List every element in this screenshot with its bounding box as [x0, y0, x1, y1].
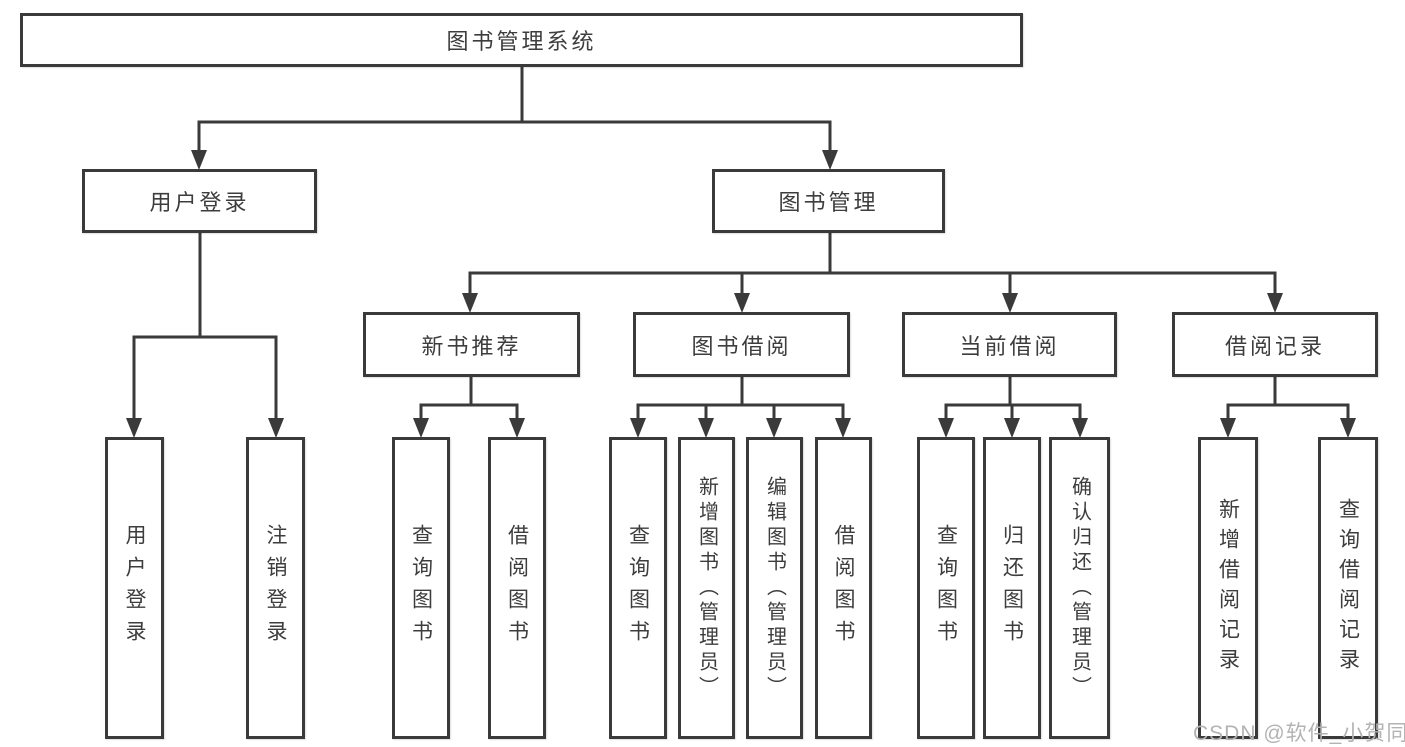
leaf-search-book-recommend: 查询图书: [392, 437, 450, 739]
node-user-login: 用户登录: [82, 169, 317, 233]
node-root-label: 图书管理系统: [446, 29, 597, 54]
leaf-edit-book-admin: 编辑图书（管理员）: [746, 437, 803, 739]
node-book-borrow-label: 图书借阅: [691, 333, 792, 359]
leaf-add-borrow-record: 新增借阅记录: [1198, 437, 1258, 739]
connector-currentborrow-leaves: [938, 375, 1088, 438]
connector-root-to-level2: [191, 65, 838, 170]
leaf-confirm-return-admin-label: 确认归还（管理员）: [1068, 475, 1091, 701]
leaf-search-book-recommend-label: 查询图书: [409, 524, 433, 652]
connector-records-leaves: [1220, 375, 1356, 438]
leaf-return-book-label: 归还图书: [1000, 524, 1024, 652]
node-book-management: 图书管理: [712, 169, 945, 233]
leaf-search-book-current: 查询图书: [917, 437, 975, 739]
connector-bookmgmt-to-level3: [462, 231, 1283, 313]
connector-newbook-leaves: [413, 375, 525, 438]
watermark: CSDN @软件_小贺同学: [1193, 722, 1405, 745]
leaf-borrow-book-label: 借阅图书: [832, 524, 855, 652]
leaf-search-book-borrow-label: 查询图书: [626, 524, 650, 652]
node-borrow-records: 借阅记录: [1172, 312, 1378, 377]
node-book-borrow: 图书借阅: [633, 312, 850, 377]
leaf-search-borrow-record-label: 查询借阅记录: [1336, 498, 1360, 678]
leaf-borrow-book: 借阅图书: [815, 437, 872, 739]
leaf-add-book-admin: 新增图书（管理员）: [678, 437, 735, 739]
node-book-management-label: 图书管理: [778, 190, 879, 215]
leaf-search-book-borrow: 查询图书: [609, 437, 667, 739]
node-current-borrow-label: 当前借阅: [959, 333, 1060, 359]
node-new-book-recommend: 新书推荐: [363, 312, 580, 377]
node-borrow-records-label: 借阅记录: [1224, 333, 1325, 359]
leaf-search-book-current-label: 查询图书: [934, 524, 958, 652]
connector-userlogin-leaves: [126, 231, 284, 438]
leaf-search-borrow-record: 查询借阅记录: [1318, 437, 1378, 739]
leaf-logout: 注销登录: [246, 437, 305, 739]
node-current-borrow: 当前借阅: [902, 312, 1117, 377]
leaf-user-login: 用户登录: [105, 437, 164, 739]
leaf-return-book: 归还图书: [983, 437, 1041, 739]
node-root: 图书管理系统: [20, 13, 1023, 67]
leaf-borrow-book-recommend-label: 借阅图书: [505, 524, 529, 652]
node-user-login-label: 用户登录: [149, 190, 250, 215]
node-new-book-recommend-label: 新书推荐: [421, 333, 522, 359]
leaf-add-book-admin-label: 新增图书（管理员）: [695, 475, 718, 701]
leaf-edit-book-admin-label: 编辑图书（管理员）: [763, 475, 786, 701]
connector-bookborrow-leaves: [630, 375, 851, 438]
leaf-user-login-label: 用户登录: [123, 524, 146, 652]
leaf-add-borrow-record-label: 新增借阅记录: [1216, 498, 1240, 678]
leaf-logout-label: 注销登录: [264, 524, 287, 652]
leaf-borrow-book-recommend: 借阅图书: [488, 437, 546, 739]
leaf-confirm-return-admin: 确认归还（管理员）: [1049, 437, 1110, 739]
